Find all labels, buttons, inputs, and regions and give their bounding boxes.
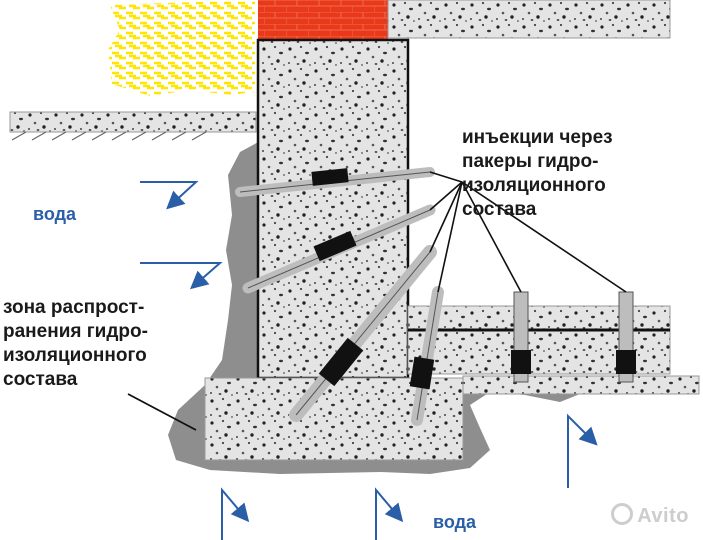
water-arrow-icon (375, 487, 404, 540)
watermark-text: Avito (637, 505, 689, 527)
water-label-bottom: вода (433, 512, 477, 532)
water-arrow-icon (221, 487, 250, 540)
injection-packer (511, 291, 531, 383)
injection-packer (242, 204, 436, 294)
injection-packer (409, 286, 444, 426)
spread-zone-label-line: зона распрост- (3, 297, 145, 318)
upper-floor-slab (387, 0, 671, 39)
water-arrow-icon (140, 181, 199, 210)
ground-hatch (11, 131, 207, 141)
avito-watermark: Avito (611, 503, 689, 528)
water-arrow-icon (140, 262, 223, 290)
spread-zone-label-line: ранения гидро- (3, 321, 148, 342)
zone-leader-line (127, 393, 197, 431)
injection-label-line: состава (462, 199, 537, 220)
injection-leader-lines (429, 171, 627, 293)
injection-packer (616, 291, 636, 383)
spread-zone-label-line: изоляционного (3, 345, 147, 366)
slab-subbase (462, 375, 700, 395)
spread-zone-label: зона распрост- ранения гидро- изоляционн… (3, 296, 148, 392)
injection-label-line: изоляционного (462, 175, 606, 196)
spread-zone-label-line: состава (3, 369, 78, 390)
injection-label: инъекции через пакеры гидро- изоляционно… (462, 126, 613, 222)
brick-wall (258, 0, 388, 40)
injection-packer (235, 167, 435, 197)
sandy-soil (108, 0, 255, 96)
ground-paving (9, 111, 257, 133)
injection-label-line: инъекции через (462, 127, 613, 148)
water-arrow-icon (567, 413, 598, 488)
injection-packer (289, 245, 437, 422)
avito-logo-icon (611, 503, 634, 525)
injection-label-line: пакеры гидро- (462, 151, 599, 172)
water-label-left: вода (33, 204, 77, 224)
foundation-wall (256, 38, 410, 380)
